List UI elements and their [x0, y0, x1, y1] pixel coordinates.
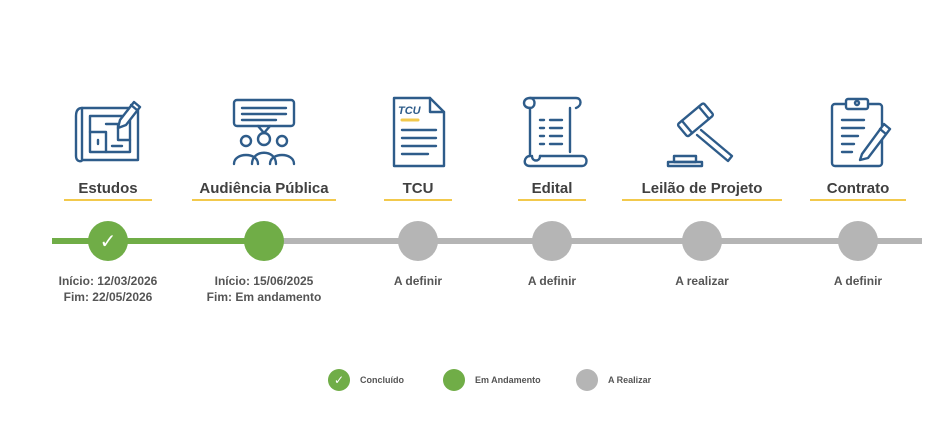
- step-tcu: TCU TCU A definir: [328, 0, 508, 320]
- step-contrato: Contrato A definir: [768, 0, 940, 320]
- step-label: Leilão de Projeto: [641, 180, 763, 197]
- public-hearing-icon: [228, 96, 300, 168]
- step-label: Audiência Pública: [199, 180, 329, 197]
- step-date-status: A definir: [833, 274, 883, 288]
- step-underline: [64, 199, 152, 201]
- step-edital: Edital A definir: [462, 0, 642, 320]
- step-date-status: A definir: [527, 274, 577, 288]
- step-start-date: Início: 12/03/2026: [58, 274, 158, 288]
- legend-dot: [576, 369, 598, 391]
- step-end-date: Fim: 22/05/2026: [63, 290, 153, 304]
- step-leilao-de-projeto: Leilão de Projeto A realizar: [612, 0, 792, 320]
- check-icon: ✓: [99, 230, 117, 253]
- status-legend: ✓ Concluído Em Andamento A Realizar: [0, 368, 940, 392]
- step-dates: A definir: [462, 273, 642, 289]
- step-date-status: A realizar: [675, 274, 729, 288]
- scroll-icon: [516, 96, 588, 168]
- step-end-date: Fim: Em andamento: [206, 290, 322, 304]
- step-node-pending: [398, 221, 438, 261]
- step-date-status: A definir: [393, 274, 443, 288]
- step-label: TCU: [402, 180, 434, 197]
- step-audiencia-publica: Audiência Pública Início: 15/06/2025 Fim…: [174, 0, 354, 320]
- timeline-progress: [52, 238, 266, 244]
- step-dates: A definir: [328, 273, 508, 289]
- step-label: Estudos: [78, 180, 138, 197]
- legend-item-done: ✓ Concluído: [328, 368, 404, 392]
- legend-label: A Realizar: [608, 375, 652, 385]
- step-underline: [384, 199, 452, 201]
- step-node-pending: [532, 221, 572, 261]
- step-underline: [622, 199, 782, 201]
- step-label: Edital: [531, 180, 573, 197]
- tcu-document-icon: TCU: [382, 96, 454, 168]
- step-underline: [518, 199, 586, 201]
- step-node-pending: [682, 221, 722, 261]
- legend-label: Concluído: [360, 375, 404, 385]
- legend-item-in-progress: Em Andamento: [443, 368, 541, 392]
- step-start-date: Início: 15/06/2025: [214, 274, 314, 288]
- step-dates: Início: 12/03/2026 Fim: 22/05/2026: [18, 273, 198, 305]
- check-icon: ✓: [328, 369, 350, 391]
- step-label: Contrato: [826, 180, 890, 197]
- blueprint-icon: [72, 96, 144, 168]
- step-node-in-progress: [244, 221, 284, 261]
- timeline-track: [52, 238, 922, 244]
- legend-dot: [443, 369, 465, 391]
- step-estudos: Estudos Início: 12/03/2026 Fim: 22/05/20…: [18, 0, 198, 320]
- contract-icon: [822, 96, 894, 168]
- legend-label: Em Andamento: [475, 375, 541, 385]
- step-underline: [192, 199, 336, 201]
- step-dates: A definir: [768, 273, 940, 289]
- step-underline: [810, 199, 906, 201]
- legend-item-pending: A Realizar: [576, 368, 651, 392]
- step-node-done: ✓: [88, 221, 128, 261]
- tcu-logo: TCU: [398, 105, 422, 117]
- step-dates: Início: 15/06/2025 Fim: Em andamento: [174, 273, 354, 305]
- step-dates: A realizar: [612, 273, 792, 289]
- gavel-icon: [666, 96, 738, 168]
- step-node-pending: [838, 221, 878, 261]
